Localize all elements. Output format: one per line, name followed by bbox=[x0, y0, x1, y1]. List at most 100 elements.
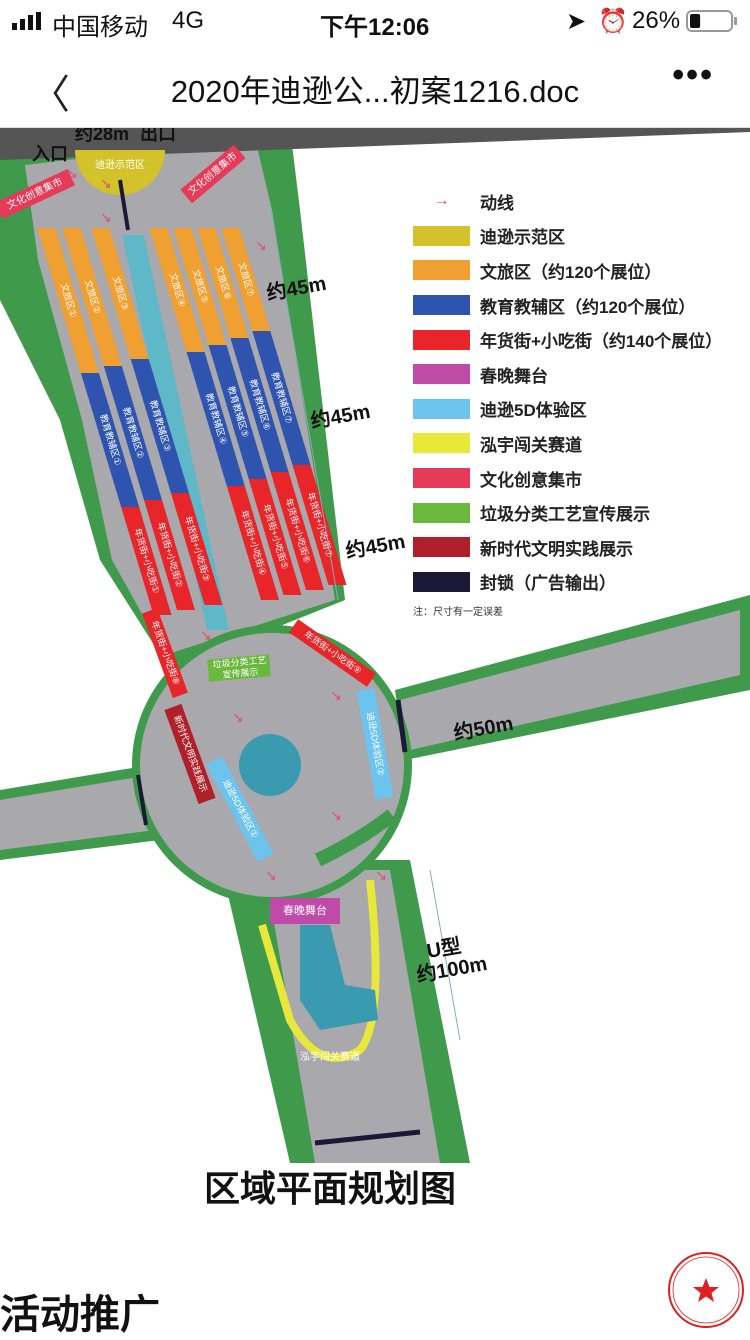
culture-tourism-stripe bbox=[37, 228, 99, 373]
garbage-label: 垃圾分类工艺 bbox=[212, 654, 267, 670]
garbage-display-shape bbox=[207, 654, 271, 682]
education-stripe bbox=[80, 373, 140, 507]
battery-icon bbox=[686, 10, 737, 32]
site-plan-map[interactable]: 文旅区①教育教辅区①年货街+小吃街①文旅区②教育教辅区②年货街+小吃街②文旅区③… bbox=[0, 128, 750, 1163]
food-street-stripe bbox=[292, 465, 347, 585]
food-street-stripe bbox=[248, 479, 302, 595]
culture-tourism-stripe bbox=[91, 228, 149, 359]
legend-label: 年货街+小吃街（约140个展位） bbox=[480, 332, 723, 352]
legend-swatch bbox=[413, 571, 470, 592]
flow-arrow-icon: ↘ bbox=[265, 867, 277, 883]
legend-item: 泓宇闯关赛道 bbox=[413, 426, 722, 461]
food-street-stripe bbox=[144, 500, 195, 610]
food-street-stripe bbox=[170, 493, 223, 605]
education-stripe bbox=[208, 345, 267, 479]
culture-tourism-stripe bbox=[173, 228, 227, 345]
status-bar: 中国移动 4G 下午12:06 ➤ ⏰ 26% bbox=[0, 0, 750, 41]
education-stripe bbox=[186, 352, 245, 486]
food-street-stripe bbox=[270, 472, 324, 590]
east-road bbox=[400, 610, 740, 750]
legend-label: 垃圾分类工艺宣传展示 bbox=[480, 505, 650, 525]
legend-item: 迪逊5D体验区 bbox=[413, 392, 722, 427]
legend-swatch bbox=[413, 537, 470, 558]
legend-item: 春晚舞台 bbox=[413, 357, 722, 392]
flow-arrow-icon: ↘ bbox=[330, 687, 342, 703]
legend-swatch bbox=[413, 329, 470, 350]
top-road-edge bbox=[0, 128, 750, 160]
pond bbox=[239, 734, 301, 796]
alarm-icon: ⏰ bbox=[598, 8, 628, 35]
legend-label: 动线 bbox=[480, 193, 514, 213]
education-stripe bbox=[103, 366, 162, 500]
stage: 春晚舞台 bbox=[270, 898, 340, 924]
legend-label: 迪逊示范区 bbox=[480, 228, 565, 248]
legend-item: 文化创意集市 bbox=[413, 461, 722, 496]
legend-swatch bbox=[413, 468, 470, 489]
stage-label: 春晚舞台 bbox=[283, 903, 327, 917]
legend-item: 垃圾分类工艺宣传展示 bbox=[413, 495, 722, 530]
battery-percent: 26% bbox=[632, 7, 681, 34]
demo-zone bbox=[75, 150, 165, 195]
flow-arrow-icon: ↘ bbox=[232, 709, 244, 725]
block-line bbox=[118, 179, 130, 231]
flow-arrow-icon: ↘ bbox=[255, 237, 267, 253]
legend-label: 文化创意集市 bbox=[480, 470, 582, 490]
nav-bar: 〈 2020年迪逊公...初案1216.doc ••• bbox=[0, 40, 750, 128]
civil-display-shape bbox=[164, 703, 216, 805]
culture-tourism-stripe bbox=[149, 228, 205, 352]
exit-label: 出口 bbox=[140, 128, 176, 144]
education-stripe bbox=[252, 331, 311, 465]
width-label: 约28m bbox=[75, 128, 129, 144]
water-channel bbox=[122, 235, 229, 630]
section-title: 活动推广 bbox=[0, 1293, 160, 1337]
entrance-label: 入口 bbox=[32, 144, 68, 164]
flow-arrow-icon: ↘ bbox=[66, 165, 78, 181]
legend-swatch bbox=[413, 398, 470, 419]
food-street-stripe bbox=[121, 507, 172, 615]
stage-shape bbox=[270, 898, 340, 924]
flow-arrow-icon: ↘ bbox=[100, 175, 112, 191]
flow-arrow-icon: ↘ bbox=[200, 627, 212, 643]
legend-swatch bbox=[413, 260, 470, 281]
market-left-shape bbox=[0, 168, 76, 220]
legend-item: 迪逊示范区 bbox=[413, 219, 722, 254]
legend-item: 新时代文明实践展示 bbox=[413, 530, 722, 565]
arrow-icon: → bbox=[433, 192, 450, 210]
legend-item: → 动线 bbox=[413, 184, 722, 219]
culture-tourism-stripe bbox=[197, 228, 249, 338]
market-right-shape bbox=[180, 144, 246, 204]
dimension-line bbox=[429, 869, 461, 1041]
demo-zone-label: 迪逊示范区 bbox=[95, 158, 145, 171]
culture-tourism-stripe bbox=[62, 228, 122, 366]
legend-label: 文旅区（约120个展位） bbox=[480, 262, 662, 282]
experience-1-shape bbox=[206, 756, 274, 862]
food-left-shape bbox=[142, 607, 188, 699]
legend-label: 春晚舞台 bbox=[480, 366, 548, 386]
signal-icon bbox=[12, 12, 41, 30]
block-east bbox=[395, 699, 408, 753]
flow-arrow-icon: ↘ bbox=[100, 209, 112, 225]
legend-item: 年货街+小吃街（约140个展位） bbox=[413, 322, 722, 357]
segment-3-label: 约45m bbox=[344, 529, 407, 563]
west-road bbox=[0, 775, 155, 850]
food-street-stripe bbox=[226, 486, 279, 600]
more-icon[interactable]: ••• bbox=[672, 56, 714, 94]
block-west bbox=[136, 774, 148, 826]
race-track-label: 泓宇闯关赛道 bbox=[300, 1050, 360, 1063]
map-legend: →动线迪逊示范区文旅区（约120个展位）教育教辅区（约120个展位）年货街+小吃… bbox=[413, 184, 722, 618]
legend-swatch bbox=[413, 502, 470, 523]
carrier: 中国移动 bbox=[52, 14, 148, 41]
legend-label: 泓宇闯关赛道 bbox=[480, 435, 582, 455]
legend-swatch bbox=[413, 295, 470, 316]
figure-caption: 区域平面规划图 bbox=[203, 1168, 456, 1209]
legend-label: 封锁（广告输出） bbox=[480, 574, 616, 594]
culture-tourism-stripe bbox=[221, 228, 271, 331]
race-track bbox=[258, 879, 380, 1062]
legend-swatch bbox=[413, 433, 470, 454]
chevron-left-icon[interactable]: 〈 bbox=[30, 73, 70, 117]
block-south bbox=[314, 1129, 421, 1146]
garbage-label: 宣传展示 bbox=[222, 666, 259, 680]
watermark-stamp bbox=[668, 1252, 744, 1328]
legend-label: 迪逊5D体验区 bbox=[480, 401, 587, 421]
clock: 下午12:06 bbox=[320, 14, 430, 41]
